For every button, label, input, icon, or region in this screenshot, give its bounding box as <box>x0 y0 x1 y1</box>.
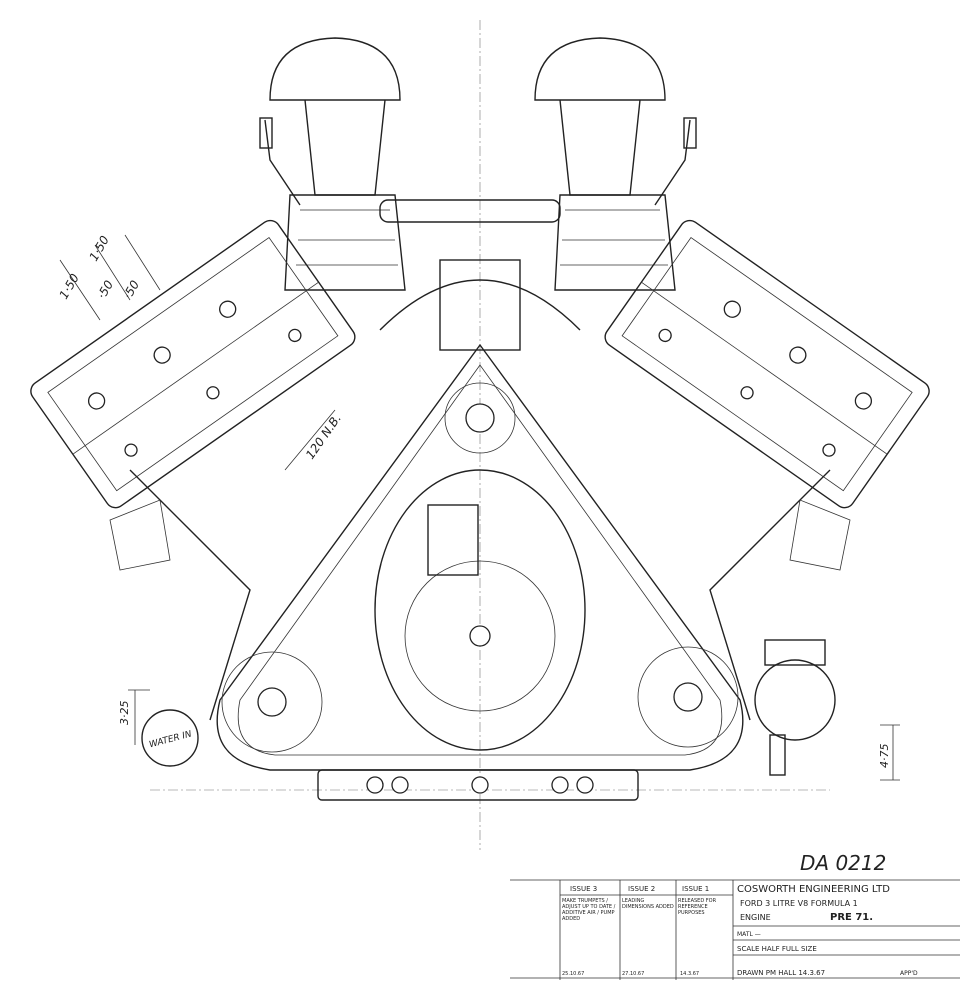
pump-housing <box>427 504 479 576</box>
right-pulley-nut <box>673 682 703 712</box>
exhaust-stubs <box>109 499 851 571</box>
scale: SCALE HALF FULL SIZE <box>737 945 817 953</box>
issue-2-note: LEADING DIMENSIONS ADDED <box>622 898 674 910</box>
title-block: DA 0212 ISSUE 3 25.10.67 ISSUE 2 27.10.6… <box>510 851 960 980</box>
dim-1-50-a: 1·50 <box>56 271 82 301</box>
title-line-1: FORD 3 LITRE V8 FORMULA 1 <box>740 899 858 908</box>
right-block-side <box>709 469 831 721</box>
water-inlet: WATER IN <box>141 709 199 767</box>
issue-2-date: 27.10.67 <box>622 971 644 977</box>
balance-tube <box>379 199 561 223</box>
left-pulley-nut <box>257 687 287 717</box>
right-cylinder-head <box>604 219 930 509</box>
left-cylinder-head <box>30 219 356 509</box>
bore-dimension: 120 N.B. <box>303 411 344 461</box>
drawn-by: DRAWN PM HALL 14.3.67 <box>737 969 825 977</box>
water-in-label: WATER IN <box>148 729 193 750</box>
drawing-number: DA 0212 <box>800 851 886 875</box>
issue-3-date: 25.10.67 <box>562 971 584 977</box>
crank-centre <box>469 625 491 647</box>
dim-50-a: ·50 <box>94 278 116 302</box>
valley-cover <box>379 279 581 331</box>
issue-3-note: MAKE TRUMPETS / ADJUST UP TO DATE / ADDI… <box>562 898 616 922</box>
dim-4-75: 4·75 <box>878 744 891 769</box>
dim-50-b: ·50 <box>120 278 142 302</box>
left-block-side <box>129 469 251 721</box>
title-line-2: ENGINE <box>740 913 771 922</box>
issue-2-label: ISSUE 2 <box>628 885 655 893</box>
material: MATL — <box>737 931 761 938</box>
crankcase-oval <box>374 469 586 751</box>
drawing-ref: PRE 71. <box>830 912 873 923</box>
approved-by: APP'D <box>900 970 918 977</box>
distributor-drive <box>439 259 521 351</box>
sump-rail <box>317 769 639 801</box>
dim-1-50-b: 1·50 <box>86 233 112 263</box>
issue-3-label: ISSUE 3 <box>570 885 597 893</box>
issue-1-note: RELEASED FOR REFERENCE PURPOSES <box>678 898 717 916</box>
right-intake-trumpet <box>534 37 697 291</box>
water-pump <box>754 639 836 776</box>
left-intake-trumpet <box>259 37 406 291</box>
issue-1-date: 14.3.67 <box>680 971 699 977</box>
top-pulley-nut <box>465 403 495 433</box>
dim-3-25: 3·25 <box>118 701 131 726</box>
issue-1-label: ISSUE 1 <box>682 885 709 893</box>
company-name: COSWORTH ENGINEERING LTD <box>737 884 890 895</box>
